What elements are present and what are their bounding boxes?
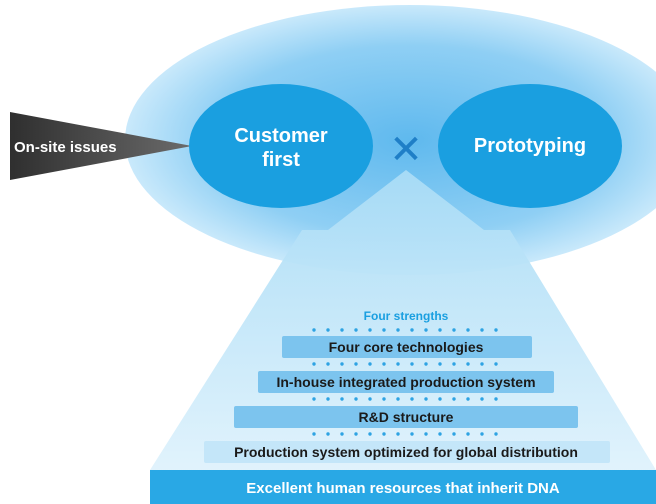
customer-first-label-line2: first: [262, 149, 300, 171]
prototyping-label: Prototyping: [474, 135, 586, 157]
dot-row-4: [312, 432, 498, 436]
layer-label-4: Production system optimized for global d…: [234, 444, 578, 460]
customer-first-circle: [189, 84, 373, 208]
cross-icon: ✕: [389, 128, 423, 172]
on-site-issues-arrow: [10, 112, 192, 180]
layer-label-3: R&D structure: [359, 409, 454, 425]
layer-label-2: In-house integrated production system: [276, 374, 535, 390]
four-strengths-heading: Four strengths: [364, 309, 449, 323]
customer-first-label-line1: Customer: [234, 125, 328, 147]
dot-row-3: [312, 397, 498, 401]
layer-label-1: Four core technologies: [329, 339, 484, 355]
on-site-issues-label: On-site issues: [14, 139, 117, 156]
dot-row-1: [312, 328, 498, 332]
pyramid-arrow: [150, 170, 656, 470]
foundation-label: Excellent human resources that inherit D…: [246, 480, 560, 497]
foundation-bar: [150, 470, 656, 504]
dot-row-2: [312, 362, 498, 366]
band-rd-structure: [234, 406, 578, 428]
band-global-distribution: [204, 441, 610, 463]
band-in-house-production: [258, 371, 554, 393]
band-four-core-technologies: [282, 336, 532, 358]
prototyping-circle: [438, 84, 622, 208]
